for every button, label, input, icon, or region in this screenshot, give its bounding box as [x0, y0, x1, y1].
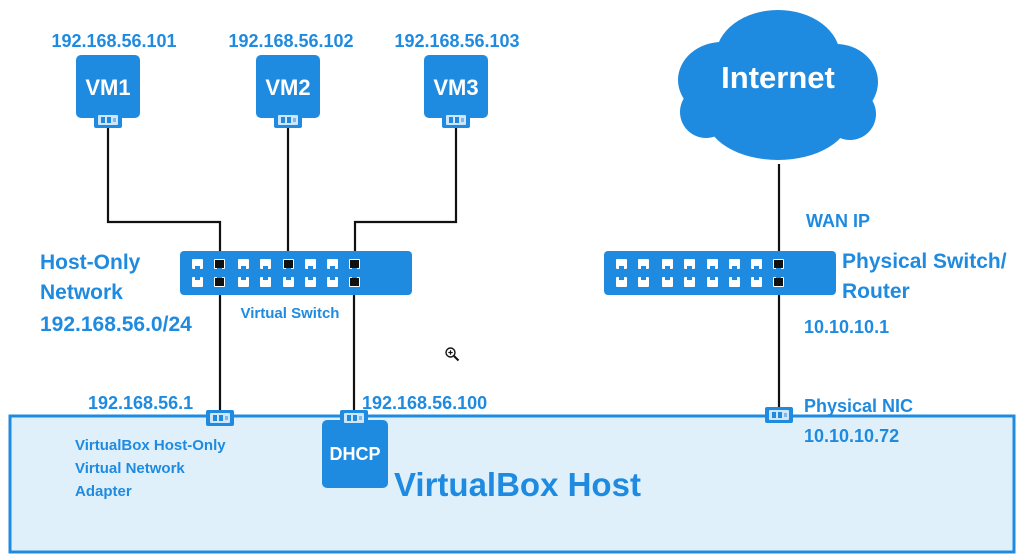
virtual-switch: Virtual Switch	[180, 251, 412, 322]
host-only-network-subnet: 192.168.56.0/24	[40, 313, 192, 336]
internet-cloud: Internet	[678, 10, 878, 160]
vm3-ip: 192.168.56.103	[394, 31, 519, 51]
vm2-nic-icon	[274, 112, 302, 128]
physical-nic-label: Physical NIC	[804, 396, 913, 416]
host-adapter-line1: VirtualBox Host-Only	[75, 437, 226, 454]
cloud-icon	[678, 10, 878, 160]
virtualbox-host-label: VirtualBox Host	[394, 466, 641, 503]
physical-switch-body	[604, 251, 836, 295]
vm1-box	[76, 55, 140, 118]
vm3-label: VM3	[433, 75, 478, 100]
dhcp-box	[322, 420, 388, 488]
wire-vm1-switch	[106, 128, 222, 262]
virtualbox-host-box	[8, 414, 1016, 554]
vm1-node: VM1 192.168.56.101	[51, 31, 177, 128]
vm3-node: VM3 192.168.56.103	[394, 31, 520, 128]
physical-nic-icon	[765, 407, 793, 423]
vm1-label: VM1	[85, 75, 130, 100]
vm2-ip: 192.168.56.102	[228, 31, 353, 51]
vm3-box	[424, 55, 488, 118]
host-only-adapter-nic-icon	[206, 410, 234, 426]
dhcp-ip: 192.168.56.100	[362, 393, 487, 413]
host-adapter-ip: 192.168.56.1	[88, 393, 193, 413]
vm1-nic-icon	[94, 112, 122, 128]
vm2-node: VM2 192.168.56.102	[228, 31, 354, 128]
zoom-in-icon	[445, 347, 460, 362]
wire-vm3-switch	[353, 128, 458, 262]
dhcp-server: DHCP	[322, 410, 388, 488]
physical-switch-line1: Physical Switch/	[842, 250, 1007, 273]
virtual-switch-body	[180, 251, 412, 295]
vm1-ip: 192.168.56.101	[51, 31, 176, 51]
host-adapter-line2: Virtual Network	[75, 460, 185, 477]
physical-switch-line2: Router	[842, 280, 910, 303]
host-only-network-line2: Network	[40, 281, 123, 304]
router-ip: 10.10.10.1	[804, 317, 889, 337]
wan-ip-label: WAN IP	[806, 211, 870, 231]
vm2-label: VM2	[265, 75, 310, 100]
vm2-box	[256, 55, 320, 118]
host-adapter-line3: Adapter	[75, 483, 132, 500]
internet-label: Internet	[721, 60, 835, 95]
virtual-switch-label: Virtual Switch	[241, 305, 340, 322]
physical-nic-ip: 10.10.10.72	[804, 426, 899, 446]
network-wires	[106, 128, 781, 410]
vm3-nic-icon	[442, 112, 470, 128]
dhcp-label: DHCP	[329, 444, 380, 464]
physical-switch	[604, 251, 836, 295]
host-only-network-line1: Host-Only	[40, 251, 141, 274]
